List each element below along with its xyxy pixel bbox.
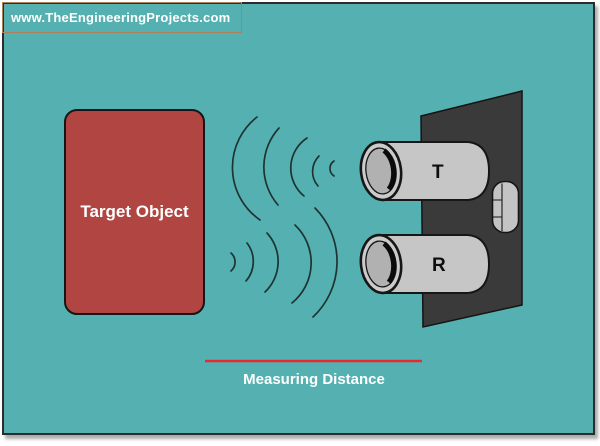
outgoing-sound-waves xyxy=(231,116,335,221)
site-url-label: www.TheEngineeringProjects.com xyxy=(11,10,231,25)
header-url-box: www.TheEngineeringProjects.com xyxy=(2,2,242,33)
receiver-label: R xyxy=(432,255,446,276)
receiver-cylinder: R xyxy=(359,233,491,295)
target-object-label: Target Object xyxy=(80,202,189,221)
target-object: Target Object xyxy=(64,109,205,315)
transmitter-label: T xyxy=(432,162,444,183)
transmitter-cylinder: T xyxy=(359,140,491,202)
crystal-component xyxy=(491,180,520,234)
returning-sound-waves xyxy=(230,207,338,318)
measuring-distance-label: Measuring Distance xyxy=(243,371,385,388)
